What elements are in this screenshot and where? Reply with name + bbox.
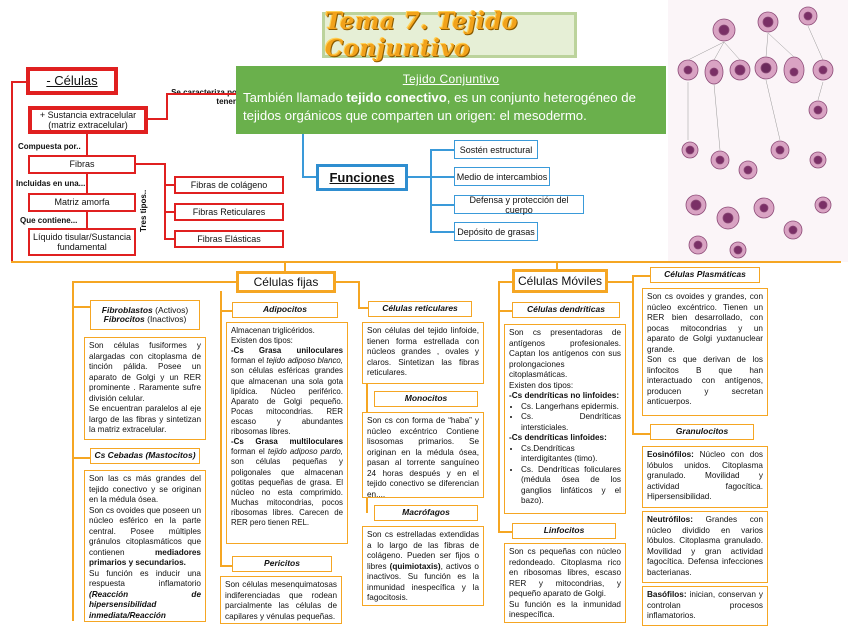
fibras-box: Fibras (28, 155, 136, 174)
cell-illustration-image (668, 0, 848, 262)
funciones-heading: Funciones (316, 164, 408, 191)
matriz-amorfa-box: Matriz amorfa (28, 193, 136, 212)
adipocitos-text: Almacenan triglicéridos. Existen dos tip… (226, 322, 348, 544)
tejido-heading: Tejido Conjuntivo (236, 72, 666, 86)
cebadas-text: Son las cs más grandes del tejido conect… (84, 470, 206, 622)
dendriticas-text: Son cs presentadoras de antígenos profes… (504, 324, 626, 514)
adipocitos-title: Adipocitos (232, 302, 338, 318)
fibra-colageno-box: Fibras de colágeno (174, 176, 284, 194)
reticulares-title: Células reticulares (368, 301, 472, 317)
celulas-moviles-heading: Células Móviles (512, 269, 608, 293)
dendriticas-title: Células dendríticas (512, 302, 620, 318)
funcion-sosten: Sostén estructural (454, 140, 538, 159)
tejido-body: También llamado tejido conectivo, es un … (236, 86, 666, 125)
tejido-definition-box: Tejido Conjuntivo También llamado tejido… (236, 66, 666, 134)
fibroblastos-title: Fibroblastos (Activos) Fibrocitos (Inact… (90, 300, 200, 330)
tres-tipos-label: Tres tipos.. (139, 190, 148, 232)
plasmaticas-text: Son cs ovoides y grandes, con núcleo exc… (642, 288, 768, 416)
que-contiene-label: Que contiene... (20, 216, 77, 225)
liquido-box: Líquido tisular/Sustancia fundamental (28, 228, 136, 256)
funcion-defensa: Defensa y protección del cuerpo (454, 195, 584, 214)
pericitos-text: Son células mesenquimatosas indiferencia… (220, 576, 342, 624)
se-caracteriza-label: Se caracteriza por tener.. (168, 89, 240, 107)
funcion-intercambios: Medio de intercambios (454, 167, 550, 186)
monocitos-text: Son cs con forma de “haba” y núcleo excé… (362, 412, 484, 498)
linfocitos-text: Son cs pequeñas con núcleo redondeado. C… (504, 543, 626, 623)
plasmaticas-title: Células Plasmáticas (650, 267, 760, 283)
fibroblastos-text: Son células fusiformes y alargadas con c… (84, 337, 206, 440)
page-title: Tema 7. Tejido Conjuntivo (322, 12, 577, 58)
incluidas-label: Incluidas en una... (16, 179, 85, 188)
dendriticas-no-linfoides-list: Cs. Langerhans epidermis. Cs. Dendrítica… (509, 402, 621, 434)
macrofagos-text: Son cs estrelladas extendidas a lo largo… (362, 526, 484, 606)
fibra-elasticas-box: Fibras Elásticas (174, 230, 284, 248)
cebadas-title: Cs Cebadas (Mastocitos) (90, 448, 200, 464)
celulas-heading: - Células (26, 67, 118, 95)
eosinofilos-text: Eosinófilos: Núcleo con dos lóbulos unid… (642, 446, 768, 508)
compuesta-por-label: Compuesta por.. (18, 142, 81, 151)
funcion-deposito: Depósito de grasas (454, 222, 538, 241)
granulocitos-title: Granulocitos (650, 424, 754, 440)
sustancia-extracelular-box: + Sustancia extracelular (matriz extrace… (28, 106, 148, 134)
basofilos-text: Basófilos: inician, conservan y controla… (642, 586, 768, 626)
reticulares-text: Son células del tejido linfoide, tienen … (362, 322, 484, 384)
monocitos-title: Monocitos (374, 391, 478, 407)
linfocitos-title: Linfocitos (512, 523, 616, 539)
macrofagos-title: Macrófagos (374, 505, 478, 521)
dendriticas-linfoides-list: Cs.Dendríticas interdigitantes (timo). C… (509, 444, 621, 507)
celulas-fijas-heading: Células fijas (236, 271, 336, 293)
fibra-reticulares-box: Fibras Reticulares (174, 203, 284, 221)
neutrofilos-text: Neutrófilos: Grandes con núcleo dividido… (642, 511, 768, 583)
pericitos-title: Pericitos (232, 556, 332, 572)
